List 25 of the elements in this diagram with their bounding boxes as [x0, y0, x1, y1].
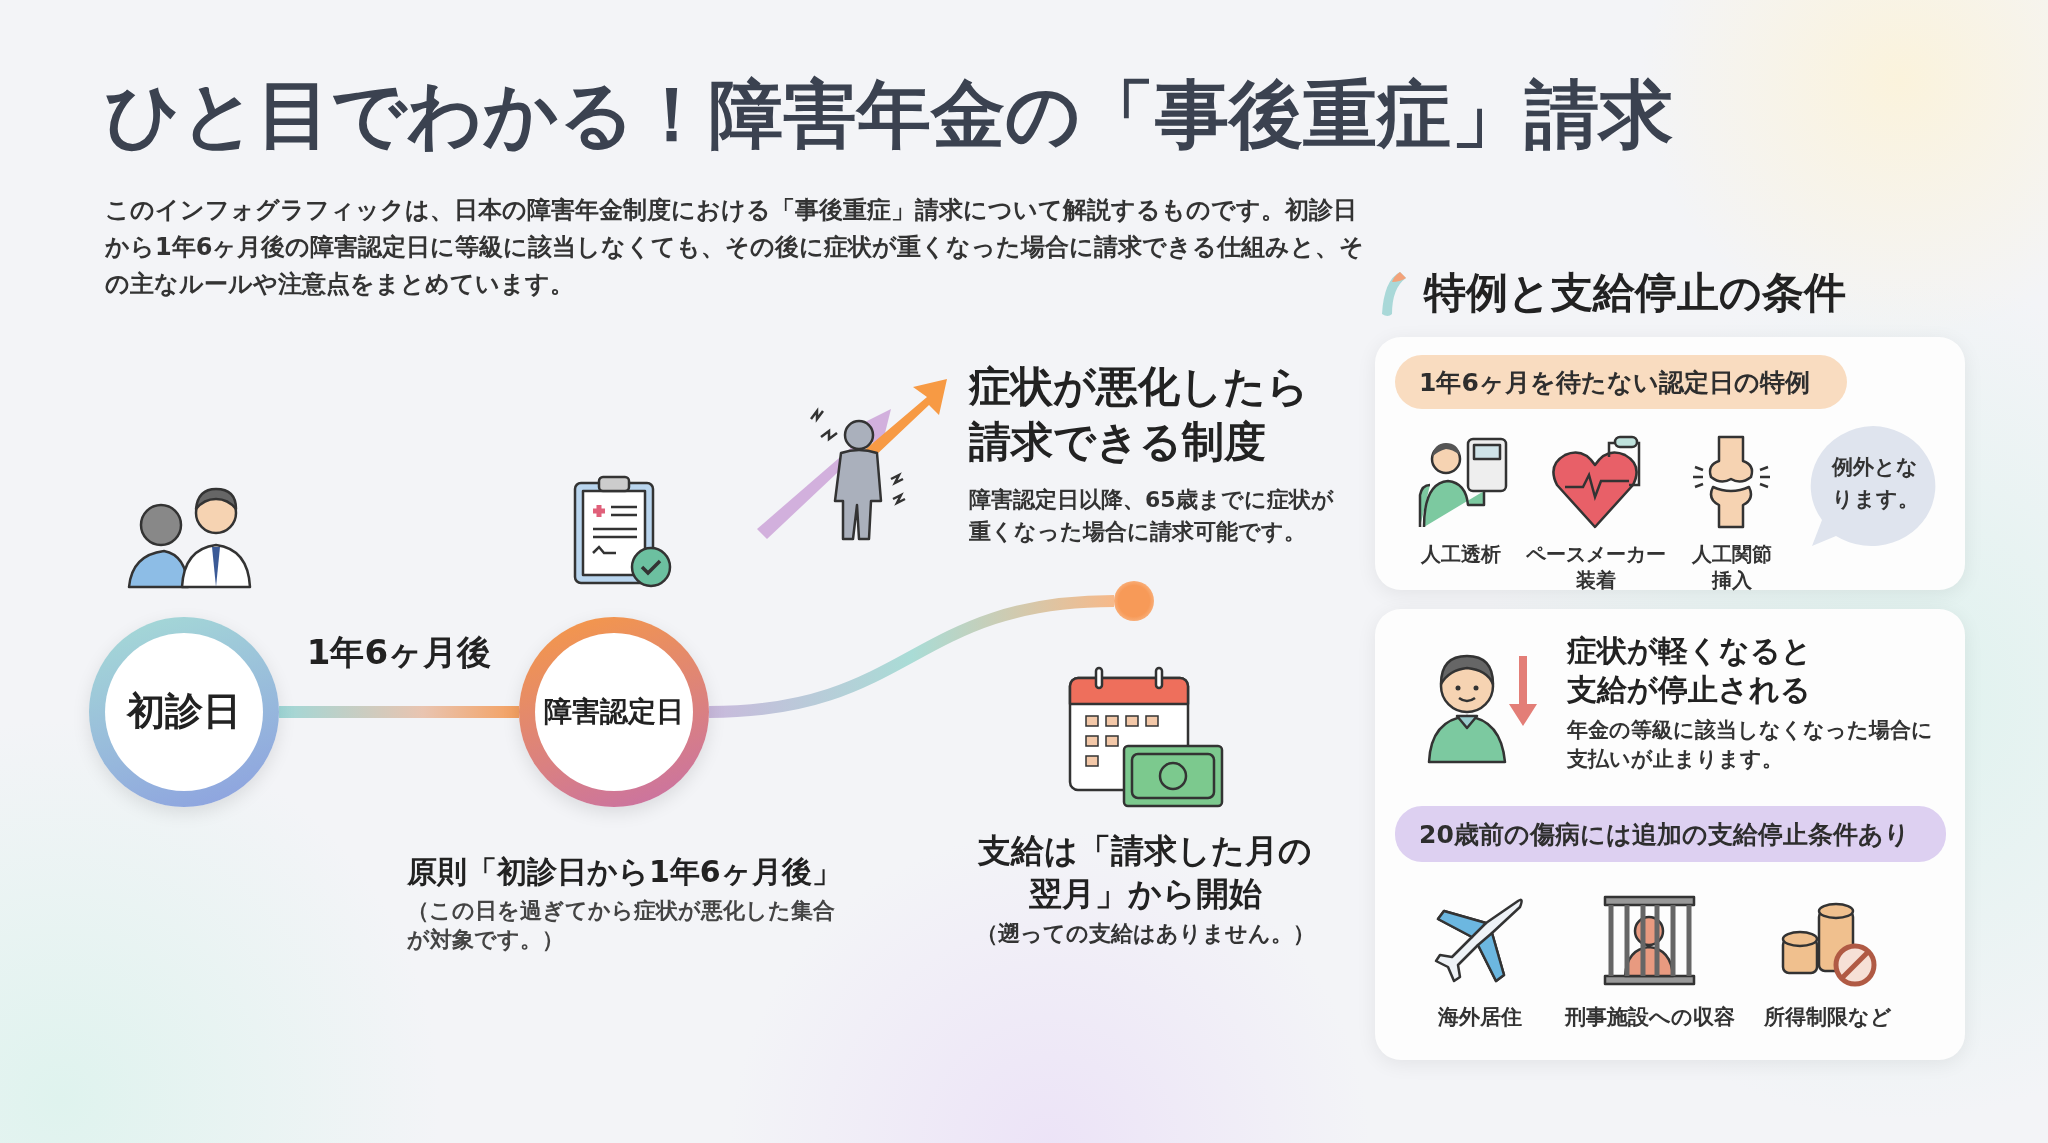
- card-body-text: 年金の等級に該当しなくなった場合に支払いが止まります。: [1567, 717, 1934, 774]
- card-panel: [1375, 337, 1965, 590]
- payment-note: （遡っての支給はありません。）: [974, 920, 1316, 948]
- title: ひと目でわかる！障害年金の「事後重症」請求: [105, 70, 1674, 159]
- payment-heading: 支給は「請求した月の翌月」から開始: [977, 830, 1313, 915]
- timeline-connector: [708, 595, 1115, 718]
- icon-caption: 人工関節挿入: [1691, 541, 1773, 593]
- intro-paragraph: このインフォグラフィックは、日本の障害年金制度における「事後重症」請求について解説するものです。初診日から1年6ヶ月後の障害認定日に等級に該当しなくても、その後に症状が重くなった場合に請求できる仕組みと、その主なルールや注意点をまとめています。: [105, 195, 1365, 301]
- feature-text: 障害認定日以降、65歳までに症状が重くなった場合に請求可能です。: [969, 486, 1335, 546]
- icon-caption: 所得制限など: [1763, 1004, 1893, 1031]
- note-heading: 原則「初診日から1年6ヶ月後」: [407, 853, 843, 891]
- card-heading: 症状が軽くなると支給が停止される: [1567, 632, 1813, 709]
- endpoint-dot: [1114, 581, 1154, 621]
- timeline-connector: [279, 706, 519, 718]
- card-panel: [1375, 609, 1965, 1060]
- heading-pill: 1年6ヶ月を待たない認定日の特例: [1395, 355, 1847, 409]
- heading-pill: 20歳前の傷病には追加の支給停止条件あり: [1395, 806, 1946, 862]
- icon-caption: ペースメーカー装着: [1525, 541, 1667, 593]
- icon-caption: 刑事施設への収容: [1564, 1004, 1736, 1031]
- edge-label: 1年6ヶ月後: [305, 631, 493, 674]
- section-heading: 特例と支給停止の条件: [1424, 267, 1847, 319]
- icon-caption: 海外居住: [1437, 1004, 1523, 1031]
- feature-heading: 症状が悪化したら請求できる制度: [969, 361, 1310, 468]
- note-text: （この日を過ぎてから症状が悪化した集合が対象です。）: [407, 897, 836, 954]
- icon-caption: 人工透析: [1420, 541, 1502, 567]
